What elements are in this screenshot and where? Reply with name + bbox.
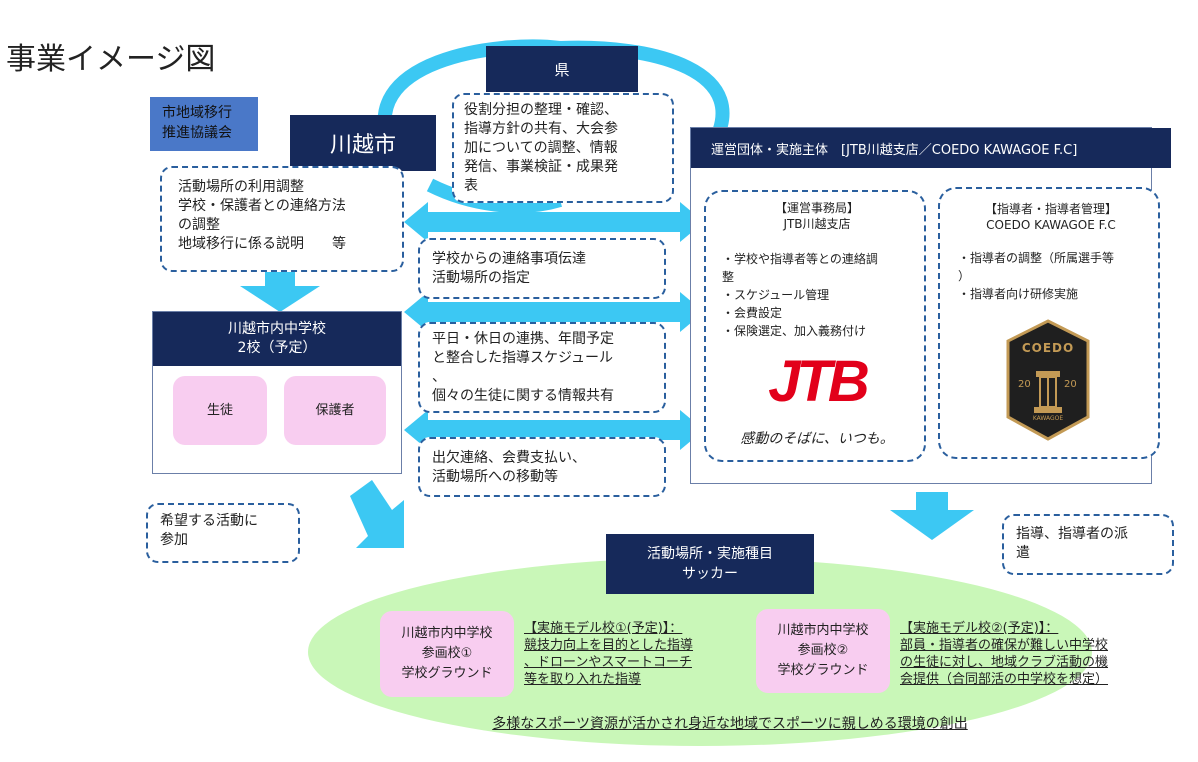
jtb-slogan: 感動のそばに、いつも。 [740, 431, 894, 447]
city-box: 川越市 [290, 115, 436, 171]
arrow-city-to-schools [240, 272, 320, 312]
coaching-title: 【指導者・指導者管理】 COEDO KAWAGOE F.C [984, 202, 1117, 232]
venue-ellipse [308, 558, 1092, 746]
coaching-tasks: ・指導者の調整（所属選手等 ） ・指導者向け研修実施 [958, 251, 1115, 301]
prefecture-roles: 役割分担の整理・確認、 指導方針の共有、大会参 加についての調整、情報 発信、事… [452, 93, 674, 203]
students-box: 生徒 [173, 376, 267, 445]
prefecture-box: 県 [486, 46, 638, 92]
emblem-top-text: COEDO [1021, 341, 1075, 355]
arrow-schools-to-venue [350, 480, 404, 548]
city-roles: 活動場所の利用調整 学校・保護者との連絡方法 の調整 地域移行に係る説明 等 [160, 166, 404, 272]
operator-header: 運営団体・実施主体 [JTB川越支店／COEDO KAWAGOE F.C] [691, 128, 1171, 168]
arrow-operator-to-venue [890, 492, 974, 540]
venue-model-1: 【実施モデル校①(予定)】： 競技力向上を目的とした指導 、ドローンやスマートコ… [524, 621, 694, 687]
page-title: 事業イメージ図 [6, 42, 216, 77]
prefecture-label: 県 [554, 60, 570, 79]
office-tasks: ・学校や指導者等との連絡調 整 ・スケジュール管理 ・会費設定 ・保険選定、加入… [722, 252, 878, 338]
venue-school-1: 川越市内中学校 参画校① 学校グラウンド [380, 611, 514, 697]
exchange-box-2: 平日・休日の連携、年間予定 と整合した指導スケジュール 、 個々の生徒に関する情… [418, 322, 666, 413]
exchange-box-3: 出欠連絡、会費支払い、 活動場所への移動等 [418, 437, 666, 497]
prefecture-cycle-lower [426, 178, 563, 213]
guardians-box: 保護者 [284, 376, 386, 445]
venue-model-2: 【実施モデル校②(予定)】： 部員・指導者の確保が難しい中学校 の生徒に対し、地… [900, 621, 1109, 687]
schools-panel: 川越市内中学校 2校（予定） 生徒 保護者 [152, 311, 402, 474]
venue-header: 活動場所・実施種目 サッカー [606, 534, 814, 594]
schools-header: 川越市内中学校 2校（予定） [153, 312, 401, 366]
office-title: 【運営事務局】 JTB川越支店 [774, 201, 859, 231]
exchange-box-1: 学校からの連絡事項伝達 活動場所の指定 [418, 238, 666, 299]
participation-note: 希望する活動に 参加 [146, 503, 300, 563]
emblem-year-right: 20 [1064, 379, 1077, 390]
emblem-year-left: 20 [1018, 379, 1031, 390]
office-box: 【運営事務局】 JTB川越支店 ・学校や指導者等との連絡調 整 ・スケジュール管… [704, 190, 926, 462]
jtb-logo: JTB [768, 349, 870, 414]
double-arrow-1 [404, 202, 704, 242]
venue-school-2: 川越市内中学校 参画校② 学校グラウンド [756, 609, 890, 693]
venue-goal: 多様なスポーツ資源が活かされ身近な地域でスポーツに親しめる環境の創出 [492, 716, 968, 732]
city-label: 川越市 [329, 133, 396, 158]
coaching-box: 【指導者・指導者管理】 COEDO KAWAGOE F.C ・指導者の調整（所属… [938, 187, 1160, 459]
coedo-emblem: COEDO 20 20 KAWAGOE [1006, 319, 1090, 441]
dispatch-note: 指導、指導者の派 遣 [1002, 514, 1174, 575]
council-box: 市地域移行 推進協議会 [150, 97, 258, 151]
emblem-bottom-text: KAWAGOE [1032, 415, 1064, 422]
